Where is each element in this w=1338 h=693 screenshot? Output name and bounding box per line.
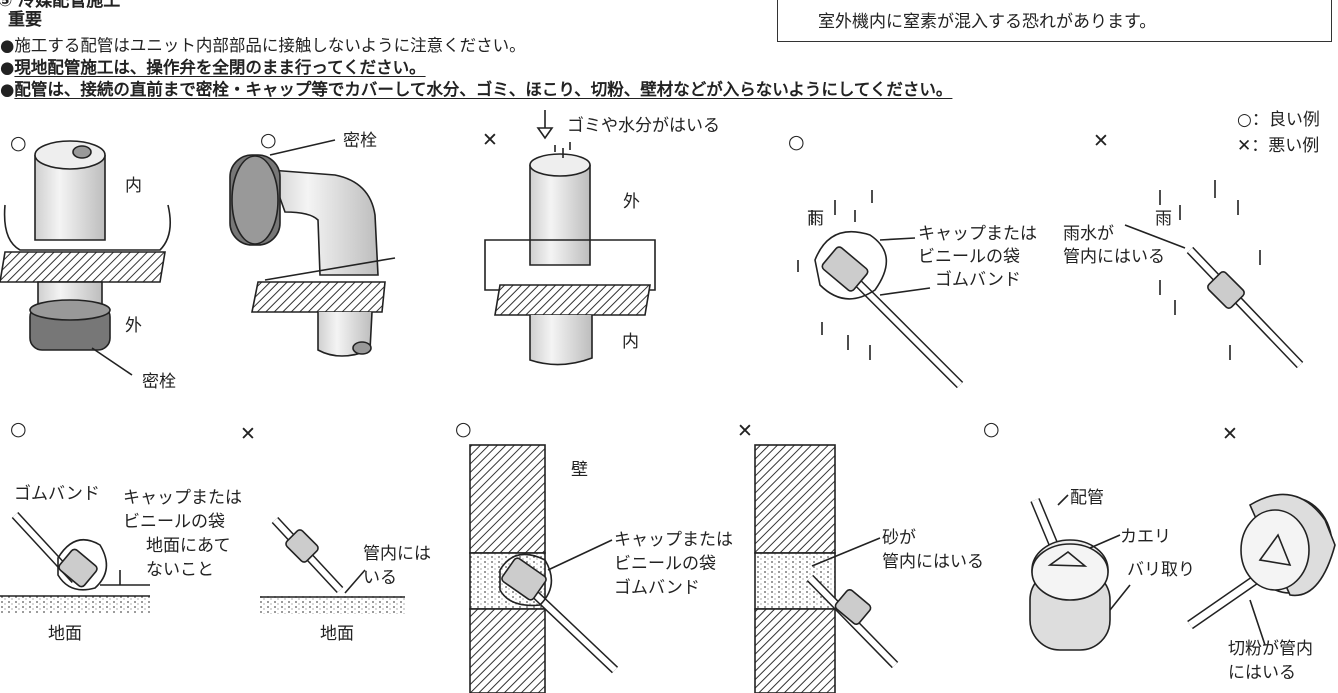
label-wall: 壁 [571,460,588,480]
mark-bad-3: ✕ [240,423,256,445]
label-plug-2: 密栓 [343,131,377,151]
label-cap-2b: ビニールの袋 [123,512,225,532]
label-dust-water-enter: ゴミや水分がはいる [567,116,720,136]
important-label: 重要 [8,10,42,30]
label-rainwater-a: 雨水が [1063,224,1114,244]
label-not-touch-b: ないこと [146,560,214,580]
label-not-touch-a: 地面にあて [146,536,231,556]
figure-good-deburr [1029,494,1131,651]
label-chips-a: 切粉が管内 [1228,639,1313,659]
label-cap-3a: キャップまたは [614,530,733,550]
label-flare-edge: カエリ [1120,527,1171,547]
figure-good-cap-in-rain [797,190,964,389]
label-chips-b: にはいる [1228,663,1296,683]
figure-bad-ground-contact [260,516,405,614]
legend-bad: ✕：悪い例 [1237,136,1320,156]
label-enters-pipe-b: いる [363,568,397,588]
rule-item-3: ●配管は、接続の直前まで密栓・キャップ等でカバーして水分、ゴミ、ほこり、切粉、壁… [0,80,953,99]
figure-good-plug-through-wall [0,140,171,376]
figure-good-cap-through-wall [469,444,619,693]
label-out-2: 外 [623,192,640,212]
label-in-1: 内 [125,176,142,196]
label-rain-1: 雨 [807,209,824,229]
label-ground-1: 地面 [48,624,82,644]
label-cap-3b: ビニールの袋 [614,554,716,574]
label-rainwater-b: 管内にはいる [1063,247,1165,267]
label-ground-2: 地面 [320,624,354,644]
mark-good-5: ○ [455,418,472,440]
note-box-text: 室外機内に窒素が混入する恐れがあります。 [818,12,1157,32]
label-in-2: 内 [622,332,639,352]
label-sand-a: 砂が [882,528,916,548]
label-rubber-band-3: ゴムバンド [614,578,700,598]
label-cap-1b: ビニールの袋 [918,247,1020,267]
note-box [777,0,1332,42]
section-title-fragment: ⑤ 冷媒配管施工 [0,0,121,11]
mark-bad-4: ✕ [737,420,753,442]
label-enters-pipe-a: 管内には [363,544,431,564]
label-cap-2a: キャップまたは [123,488,242,508]
label-rubber-band-1: ゴムバンド [935,270,1021,290]
figure-bad-rain-enters [1124,180,1304,369]
figure-bad-sand-enters [754,444,899,693]
mark-good-2: ○ [260,129,277,151]
label-out-1: 外 [125,316,142,336]
legend-good: ○：良い例 [1237,110,1320,130]
mark-good-6: ○ [983,418,1000,440]
label-pipe: 配管 [1070,488,1104,508]
rule-item-1: ●施工する配管はユニット内部部品に接触しないように注意ください。 [0,36,526,55]
mark-bad-1: ✕ [482,129,498,151]
label-deburr: バリ取り [1127,560,1195,580]
mark-bad-5: ✕ [1222,423,1238,445]
figure-bad-open-pipe [484,110,656,366]
label-rubber-band-2: ゴムバンド [14,484,100,504]
figure-bad-chips-enter [1187,493,1336,646]
label-cap-1a: キャップまたは [918,224,1037,244]
figure-good-capped-elbow [229,139,396,357]
label-plug-1: 密栓 [142,372,176,392]
figure-good-cap-off-ground [0,511,150,613]
label-sand-b: 管内にはいる [882,552,984,572]
mark-bad-2: ✕ [1093,130,1109,152]
mark-good-4: ○ [10,418,27,440]
mark-good-1: ○ [10,132,27,154]
rule-item-2: ●現地配管施工は、操作弁を全閉のまま行ってください。 [0,58,426,77]
mark-good-3: ○ [788,131,805,153]
label-rain-2: 雨 [1155,209,1172,229]
